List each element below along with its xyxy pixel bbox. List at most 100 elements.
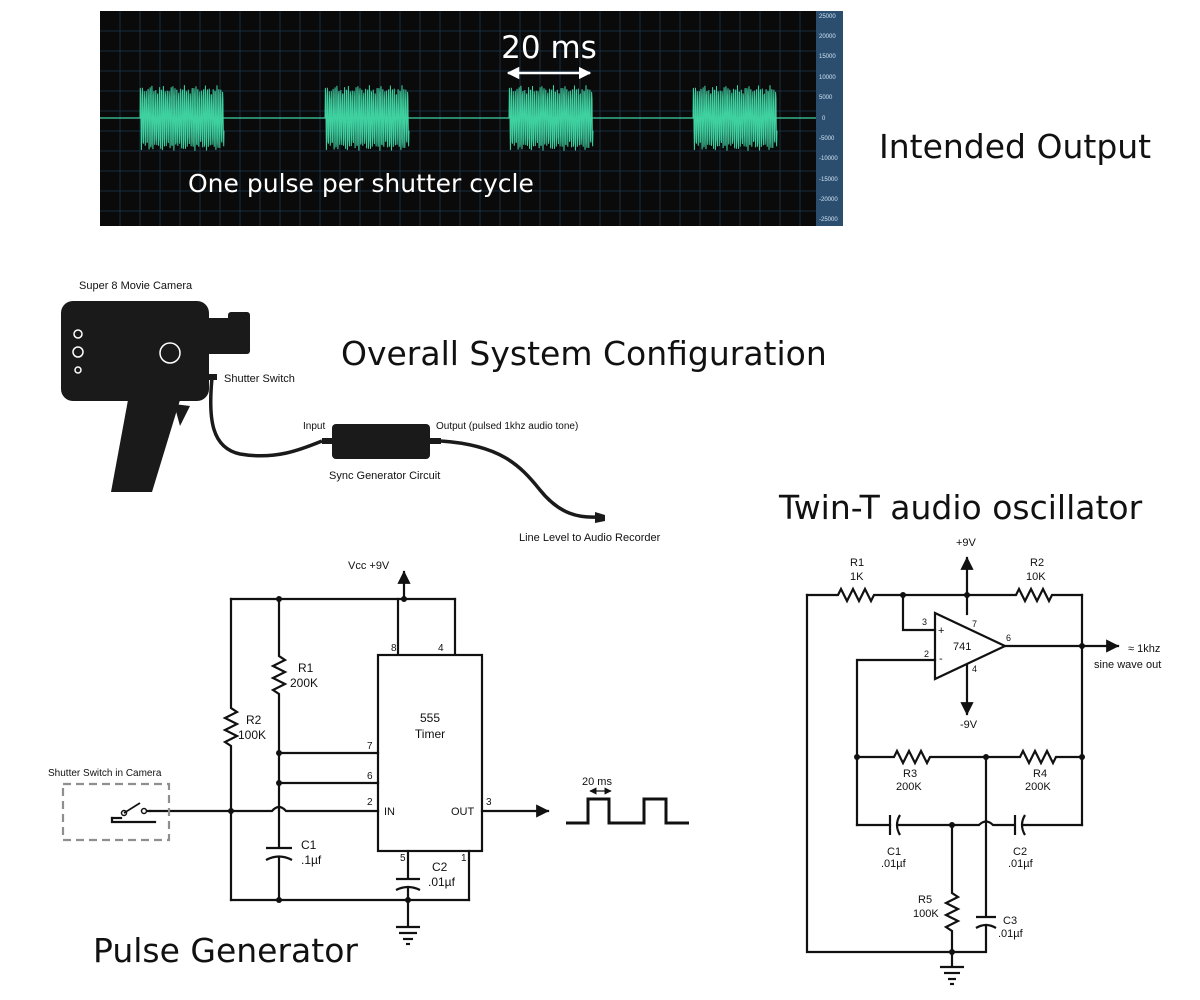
pin6-label: 6 xyxy=(367,771,373,782)
c2-name: C2 xyxy=(432,860,448,874)
r1-name: R1 xyxy=(850,557,864,569)
c3-name: C3 xyxy=(1003,915,1017,927)
twin-t-title: Twin-T audio oscillator xyxy=(778,488,1143,527)
scale-label: 20000 xyxy=(819,34,836,40)
opamp-741 xyxy=(933,611,1008,681)
audio-plug xyxy=(595,512,605,523)
pin3-label: 3 xyxy=(922,617,927,627)
camera-icon xyxy=(61,301,250,492)
pin7-label: 7 xyxy=(367,741,373,752)
r4-name: R4 xyxy=(1033,768,1047,780)
opamp-label: 741 xyxy=(953,641,971,653)
scale-label: 10000 xyxy=(819,75,836,81)
input-plug xyxy=(322,438,333,444)
pulse-generator-schematic: Vcc +9V 555 Timer 8 4 7 6 2 IN OUT 3 5 1… xyxy=(48,560,689,946)
minus-sign: - xyxy=(939,653,943,665)
scale-label: 5000 xyxy=(819,95,833,101)
c2-name: C2 xyxy=(1013,846,1027,858)
waveform-scale-bar xyxy=(816,11,843,226)
c3-value: .01µf xyxy=(998,928,1024,940)
camera-cable xyxy=(208,377,323,458)
pin4-label: 4 xyxy=(972,664,977,674)
scale-label: 25000 xyxy=(819,14,836,20)
c1-name: C1 xyxy=(887,846,901,858)
r5-value: 100K xyxy=(913,908,939,920)
r5-name: R5 xyxy=(918,894,932,906)
r1-value: 1K xyxy=(850,571,864,583)
r2-value: 100K xyxy=(238,728,266,742)
pin6-label: 6 xyxy=(1006,633,1011,643)
c2-value: .01µf xyxy=(428,875,456,889)
in-label: IN xyxy=(384,806,395,818)
c1-name: C1 xyxy=(301,838,317,852)
pin2-label: 2 xyxy=(367,797,373,808)
r1-resistor xyxy=(270,597,288,812)
square-wave xyxy=(566,797,689,825)
ground-symbol xyxy=(940,965,964,986)
intended-output-title: Intended Output xyxy=(879,127,1151,166)
r4-value: 200K xyxy=(1025,781,1051,793)
output-wave-label: sine wave out xyxy=(1094,659,1161,671)
pin7-label: 7 xyxy=(972,619,977,629)
output-cable xyxy=(440,439,599,519)
sync-generator-box xyxy=(332,424,430,459)
scale-label: -15000 xyxy=(819,177,838,183)
ground-symbol xyxy=(396,925,420,946)
scale-label: -20000 xyxy=(819,197,838,203)
r3-value: 200K xyxy=(896,781,922,793)
pin4-label: 4 xyxy=(438,643,444,654)
overall-system-title: Overall System Configuration xyxy=(341,334,827,373)
vplus-label: +9V xyxy=(956,537,977,549)
vminus-label: -9V xyxy=(960,719,978,731)
timer-555-chip xyxy=(376,653,484,853)
r2-name: R2 xyxy=(246,713,262,727)
twin-t-schematic: +9V -9V 741 + - 3 2 7 4 6 R1 1K R2 10K ≈… xyxy=(805,537,1161,986)
scale-label: -25000 xyxy=(819,217,838,223)
switch-return-wire xyxy=(110,816,157,824)
tone-burst xyxy=(508,85,594,151)
waveform-scale-labels: 25000 20000 15000 10000 5000 0 -5000 -10… xyxy=(819,14,838,223)
sync-circuit-label: Sync Generator Circuit xyxy=(329,470,440,482)
r3-r4-row xyxy=(855,748,1084,766)
pin8-label: 8 xyxy=(391,643,397,654)
r3-name: R3 xyxy=(903,768,917,780)
scale-label: -5000 xyxy=(819,136,835,142)
tone-burst xyxy=(324,85,410,151)
camera-label: Super 8 Movie Camera xyxy=(79,280,193,292)
tone-burst xyxy=(139,85,225,151)
output-freq-label: ≈ 1khz xyxy=(1128,643,1160,655)
pin2-label: 2 xyxy=(924,649,929,659)
r1-value: 200K xyxy=(290,676,318,690)
timer-label-timer: Timer xyxy=(415,727,445,741)
c1-value: .1µf xyxy=(301,853,322,867)
output-label: Output (pulsed 1khz audio tone) xyxy=(436,421,578,432)
r1-name: R1 xyxy=(298,661,314,675)
shutter-switch-box xyxy=(61,782,171,842)
duration-label: 20 ms xyxy=(501,30,597,66)
plus-sign: + xyxy=(938,625,944,637)
vcc-label: Vcc +9V xyxy=(348,560,390,572)
c2-value: .01µf xyxy=(1008,858,1034,870)
input-label: Input xyxy=(303,421,325,432)
scale-label: -10000 xyxy=(819,156,838,162)
scale-label: 0 xyxy=(822,116,826,122)
timer-label-555: 555 xyxy=(420,711,440,725)
waveform-panel: 25000 20000 15000 10000 5000 0 -5000 -10… xyxy=(100,11,843,226)
pin1-label: 1 xyxy=(461,853,467,864)
r2-value: 10K xyxy=(1026,571,1046,583)
tone-burst xyxy=(692,85,778,151)
shutter-switch-camera-label: Shutter Switch in Camera xyxy=(48,768,162,779)
pin5-label: 5 xyxy=(400,853,406,864)
out-label: OUT xyxy=(451,806,475,818)
line-level-label: Line Level to Audio Recorder xyxy=(519,532,661,544)
waveform-caption: One pulse per shutter cycle xyxy=(188,169,534,198)
c1-value: .01µf xyxy=(881,858,907,870)
output-plug xyxy=(430,438,441,444)
pin3-label: 3 xyxy=(486,797,492,808)
r2-name: R2 xyxy=(1030,557,1044,569)
scale-label: 15000 xyxy=(819,54,836,60)
r2-resistor xyxy=(222,597,240,902)
period-label: 20 ms xyxy=(582,776,612,788)
top-rail-r1-r2 xyxy=(805,586,1084,604)
